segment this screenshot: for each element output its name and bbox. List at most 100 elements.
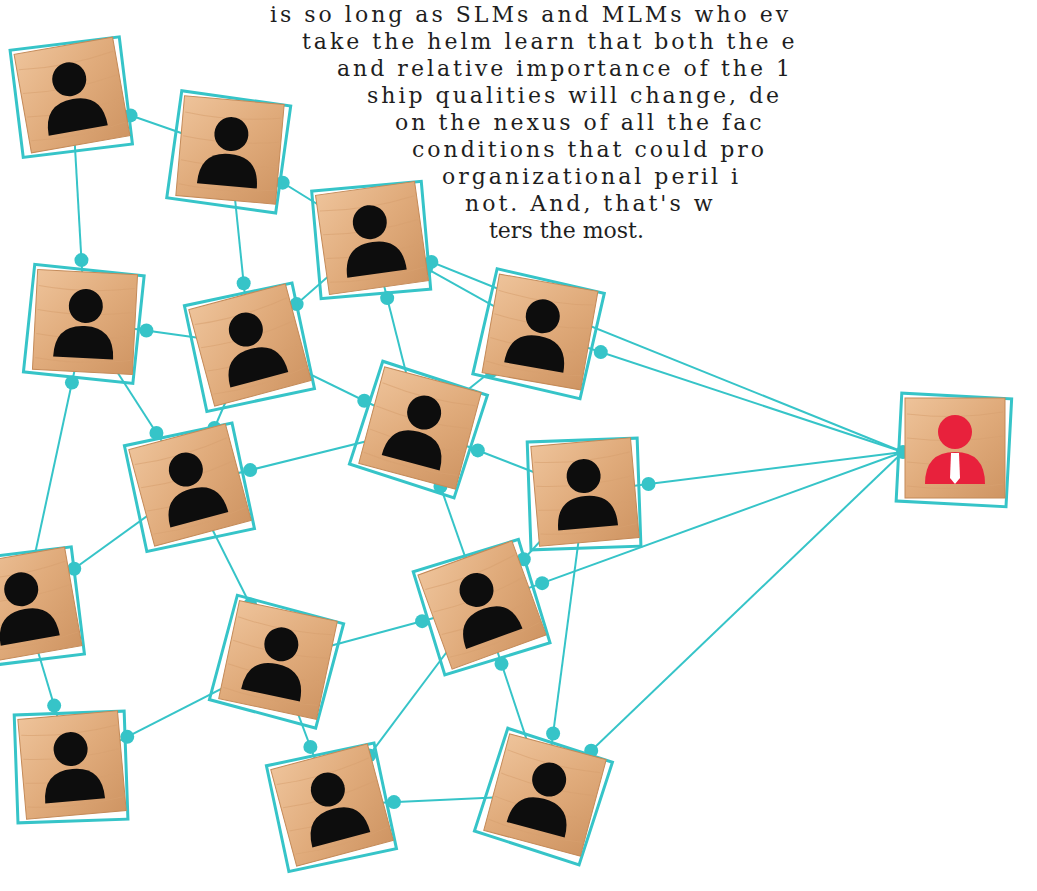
person-head <box>50 60 89 99</box>
person-head <box>565 458 602 495</box>
article-text-line: not. And, that's w <box>463 191 718 217</box>
person-block <box>5 31 138 163</box>
link-line <box>540 332 903 452</box>
wood-face <box>482 274 598 390</box>
network-links <box>24 95 955 805</box>
block-outline <box>14 711 128 823</box>
person-block <box>179 277 320 417</box>
person-body <box>222 341 288 387</box>
block-outline <box>527 438 641 550</box>
link-dot <box>74 253 88 267</box>
wood-face <box>316 182 429 295</box>
wood-face <box>32 269 137 374</box>
person-head <box>403 392 445 434</box>
person-head <box>2 570 41 609</box>
block-outline <box>124 423 254 552</box>
person-head <box>455 568 499 612</box>
person-block <box>472 268 605 400</box>
block-outline <box>23 264 144 383</box>
block-outline <box>473 269 604 399</box>
person-body <box>382 424 448 470</box>
wood-face <box>905 398 1005 498</box>
link-dot <box>120 730 134 744</box>
person-body <box>197 151 260 188</box>
wood-grain <box>907 484 1003 489</box>
wood-face <box>176 96 284 204</box>
block-outline <box>349 361 487 498</box>
wood-face <box>18 711 126 819</box>
wood-face <box>531 438 639 546</box>
block-outline <box>209 595 343 728</box>
wood-face <box>359 367 481 489</box>
person-body <box>42 766 105 803</box>
person-block <box>208 594 345 729</box>
network-dots <box>47 108 910 809</box>
person-block <box>306 176 436 305</box>
wood-face <box>189 284 311 406</box>
link-dot <box>139 324 153 338</box>
person-body <box>304 801 370 847</box>
person-head <box>52 731 89 768</box>
person-block <box>0 541 90 673</box>
article-text-line: ship qualities will change, de <box>365 83 784 109</box>
person-tie <box>950 453 960 484</box>
person-body <box>162 481 228 527</box>
block-outline <box>413 539 550 674</box>
link-dot <box>47 699 61 713</box>
person-head <box>225 309 267 351</box>
person-block <box>23 264 144 383</box>
link-line <box>545 452 903 795</box>
person-head <box>261 624 301 664</box>
article-text-line: ters the most. <box>487 218 646 244</box>
link-dot <box>594 345 608 359</box>
article-text-line: and relative importance of the 1 <box>335 56 795 82</box>
person-body <box>53 324 115 359</box>
article-text-line: take the helm learn that both the e <box>300 29 800 55</box>
article-text-line: is so long as SLMs and MLMs who ev <box>268 2 793 28</box>
person-body <box>507 791 573 837</box>
wood-face <box>418 541 546 669</box>
person-body <box>241 658 306 702</box>
link-dot <box>237 276 251 290</box>
article-text-line: on the nexus of all the fac <box>393 110 767 136</box>
block-outline <box>266 743 396 872</box>
person-block <box>408 534 555 680</box>
person-block <box>166 90 291 213</box>
article-text-line: organizational peril i <box>440 164 743 190</box>
person-head <box>523 297 562 336</box>
wood-face <box>219 601 338 720</box>
wood-face <box>0 547 82 663</box>
person-head <box>165 449 207 491</box>
block-outline <box>474 728 612 865</box>
leader-block <box>896 393 1012 507</box>
article-text-line: conditions that could pro <box>410 137 769 163</box>
person-block <box>261 737 402 877</box>
person-head <box>68 288 104 324</box>
person-blocks <box>0 31 1012 877</box>
link-dot <box>546 727 560 741</box>
wood-face <box>14 37 130 153</box>
person-body <box>455 598 522 649</box>
person-head <box>307 769 349 811</box>
wood-face <box>484 734 606 856</box>
block-outline <box>312 181 431 298</box>
block-outline <box>0 547 84 668</box>
person-body <box>343 238 407 278</box>
person-body <box>0 604 60 646</box>
person-block <box>473 727 614 867</box>
person-body <box>43 94 108 136</box>
person-head <box>351 203 389 241</box>
wood-face <box>271 744 393 866</box>
person-head <box>213 116 250 153</box>
link-dot <box>535 576 549 590</box>
block-outline <box>896 393 1012 507</box>
person-block <box>522 432 647 555</box>
block-outline <box>184 283 314 412</box>
wood-face <box>129 424 251 546</box>
person-block <box>9 705 134 828</box>
person-head <box>528 759 570 801</box>
person-body <box>504 331 569 373</box>
link-dot <box>641 477 655 491</box>
link-dot <box>243 463 257 477</box>
person-body <box>925 452 985 484</box>
